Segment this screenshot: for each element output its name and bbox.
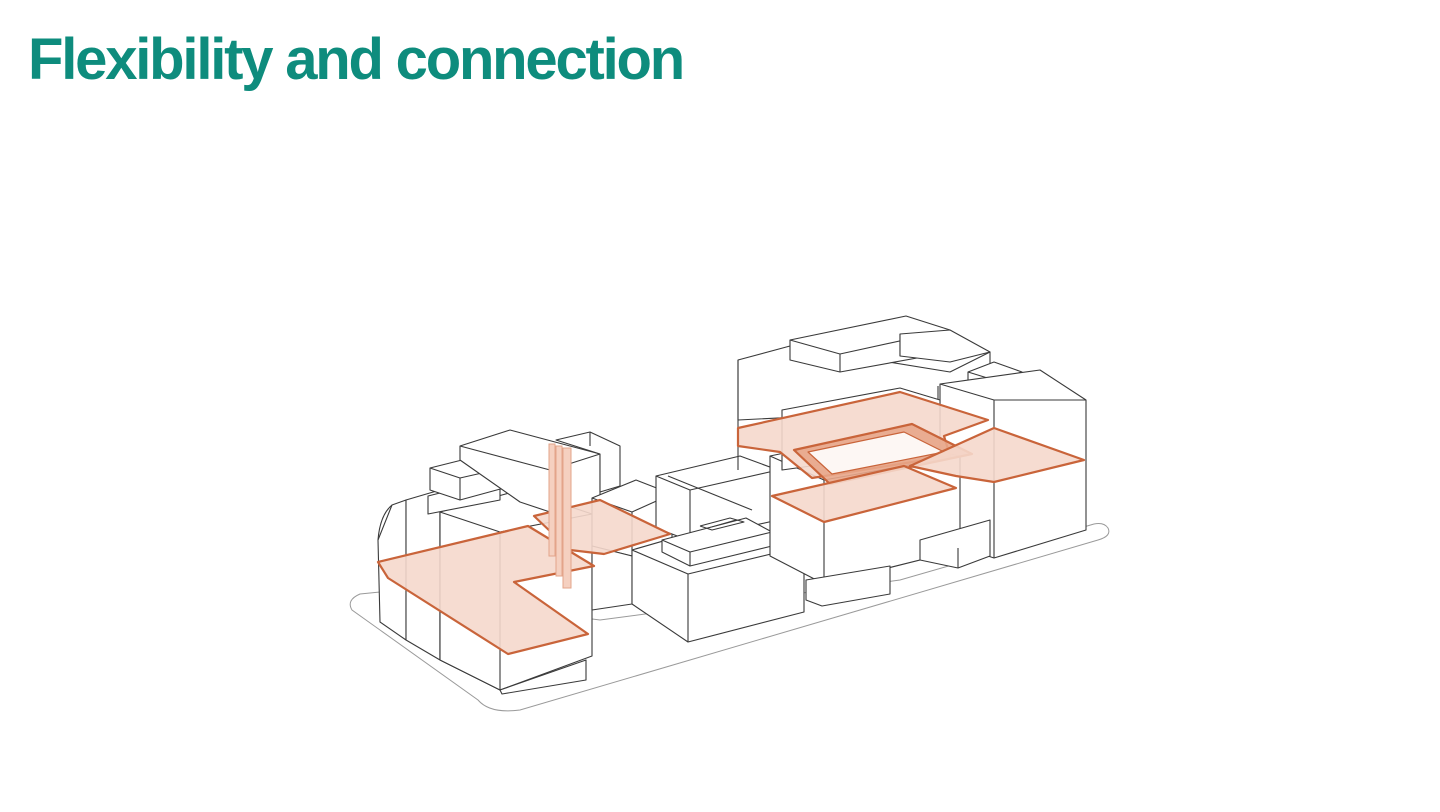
connection-floors xyxy=(376,390,1086,656)
core-shaft-3 xyxy=(562,447,572,589)
floor-right-front xyxy=(770,464,958,524)
vertical-core xyxy=(548,443,572,589)
core-shaft-1 xyxy=(548,443,556,557)
page-title: Flexibility and connection xyxy=(28,27,685,92)
core-shaft-2 xyxy=(555,445,563,577)
center-building xyxy=(631,517,805,643)
floor-left-l xyxy=(376,524,596,656)
floor-far-right xyxy=(908,426,1086,484)
